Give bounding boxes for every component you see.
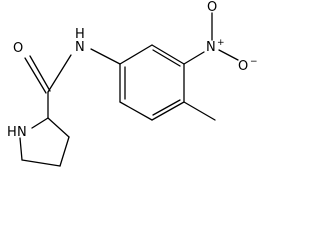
bond-carbonyl-to-amide-n [47, 54, 72, 93]
bond-ring-c5-c6 [119, 101, 153, 121]
bond-pyrrolidine-c3-c2 [47, 117, 70, 138]
bond-ring-c3-c3-inner [152, 49, 181, 67]
atom-n-amide: N [75, 40, 85, 55]
bond-ring-c4-c5-inner [152, 99, 181, 116]
bond-nitro-n-to-o-right [218, 49, 239, 61]
bond-pyrrolidine-c2-n [31, 117, 49, 129]
bond-methyl [183, 101, 216, 121]
atom-o-nitro-top: O [207, 0, 217, 15]
bond-pyrrolidine-c4-c3 [59, 136, 70, 167]
bond-ring-to-nitro-n [183, 51, 205, 65]
bond-amide-n-to-ring [90, 48, 121, 65]
bond-pyrrolidine-c5-c4 [21, 159, 61, 167]
bond-carbonyl-double-1 [24, 57, 47, 94]
atom-o-nitro-right-charge: − [250, 57, 258, 67]
bond-carbonyl-double-2 [29, 55, 51, 92]
atom-o-carbonyl: O [13, 41, 23, 56]
atom-o-nitro-right: O [238, 59, 248, 74]
bond-ring-c1-c2 [119, 44, 153, 65]
atom-h-amide: H [75, 27, 85, 42]
atom-n-nitro-charge: + [217, 38, 225, 48]
atom-n-nitro: N [206, 40, 216, 55]
atom-h-ring: H [7, 125, 17, 140]
bond-pyrrolidine-n-c5 [19, 137, 23, 161]
structure-diagram: O N H N + O O − H N [7, 0, 258, 167]
bond-ring-c2-c3 [151, 44, 185, 65]
bond-ring-c4-c5 [151, 101, 185, 121]
atom-n-ring: N [17, 125, 27, 140]
